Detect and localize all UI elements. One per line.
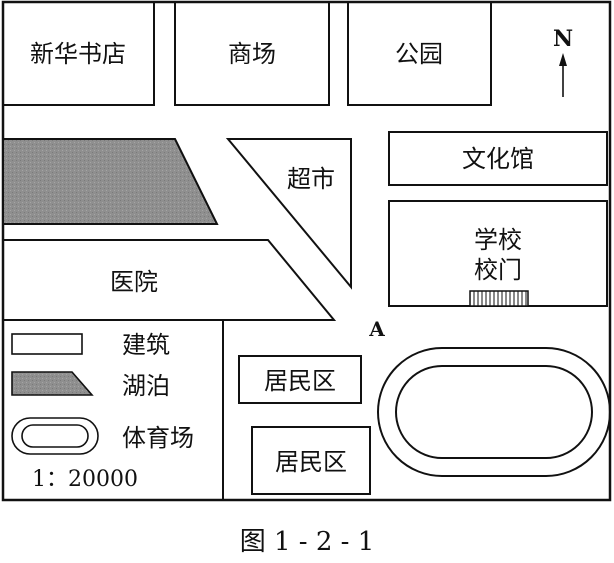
residential-2-label: 居民区 [275, 448, 347, 476]
supermarket-building: 超市 [225, 138, 352, 290]
figure-caption: 图 1 - 2 - 1 [240, 527, 375, 557]
residential-area-2: 居民区 [251, 426, 371, 495]
residential-area-1: 居民区 [238, 355, 362, 404]
mall-building: 商场 [174, 1, 330, 106]
north-label: N [553, 26, 573, 52]
culture-hall-label: 文化馆 [462, 145, 534, 173]
legend-scale-label: 1：20000 [32, 467, 138, 492]
legend-stadium-label: 体育场 [122, 424, 194, 452]
bookstore-label: 新华书店 [30, 40, 126, 68]
north-arrow-icon: N [553, 26, 573, 97]
legend: 建筑 湖泊 体育场 1：20000 [2, 319, 224, 501]
bookstore-building: 新华书店 [2, 1, 155, 106]
school-gate-label: 校门 [474, 256, 522, 284]
point-a-label: A [368, 317, 385, 341]
mall-label: 商场 [228, 40, 276, 68]
culture-hall-building: 文化馆 [388, 131, 608, 186]
residential-1-label: 居民区 [264, 367, 336, 395]
hospital-building: 医院 [2, 239, 337, 321]
supermarket-label: 超市 [287, 165, 335, 193]
stadium [377, 347, 611, 477]
school-gate-icon [469, 290, 529, 307]
legend-lake-label: 湖泊 [122, 372, 170, 400]
hospital-label: 医院 [110, 268, 158, 296]
park-label: 公园 [395, 40, 443, 68]
school-label: 学校 [474, 226, 522, 254]
lake-shape [2, 138, 219, 225]
legend-building-label: 建筑 [122, 331, 170, 359]
legend-stadium-swatch [11, 417, 99, 455]
legend-building-swatch [11, 333, 83, 355]
park-building: 公园 [347, 1, 492, 106]
legend-lake-swatch [11, 371, 94, 396]
